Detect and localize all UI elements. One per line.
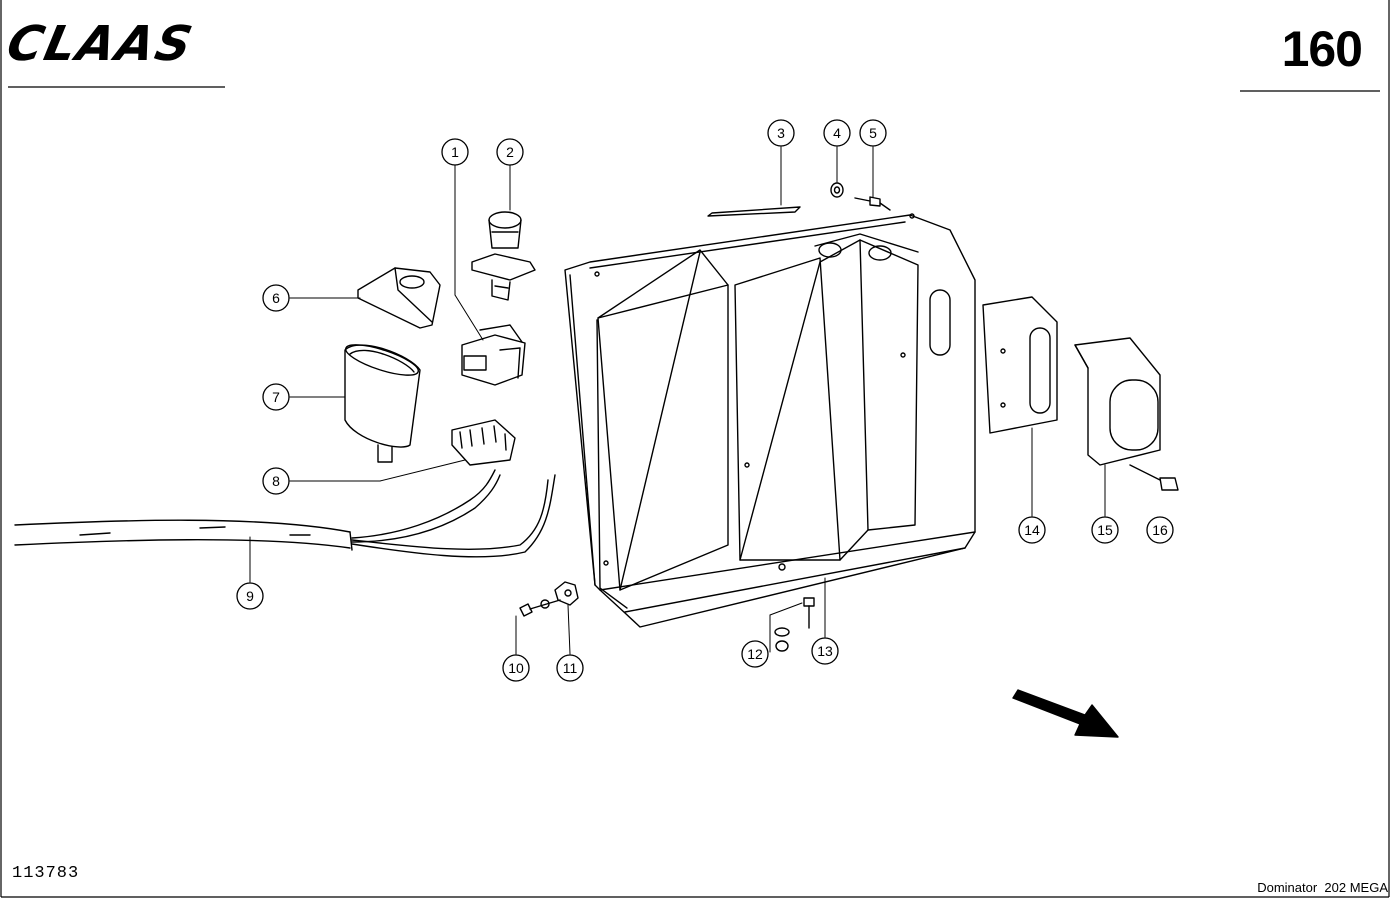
svg-text:16: 16 [1152, 522, 1168, 538]
svg-text:7: 7 [272, 389, 280, 405]
callout-13: 13 [811, 637, 839, 665]
svg-text:6: 6 [272, 290, 280, 306]
callout-10: 10 [502, 654, 530, 682]
part-bolt-10 [519, 599, 561, 617]
callout-8: 8 [262, 467, 290, 495]
drawing-number: 113783 [12, 864, 80, 883]
callout-4: 4 [823, 119, 851, 147]
svg-text:14: 14 [1024, 522, 1040, 538]
svg-text:2: 2 [506, 144, 514, 160]
part-holder-15 [1074, 337, 1161, 466]
callout-5: 5 [859, 119, 887, 147]
svg-text:5: 5 [869, 125, 877, 141]
callout-6: 6 [262, 284, 290, 312]
svg-text:11: 11 [563, 660, 578, 676]
page-number: 160 [1281, 21, 1363, 77]
part-bolt-12 [774, 597, 815, 652]
svg-text:1: 1 [451, 144, 459, 160]
callout-1: 1 [441, 138, 469, 166]
callout-11: 11 [556, 654, 584, 682]
svg-text:3: 3 [777, 125, 785, 141]
svg-text:13: 13 [817, 643, 833, 659]
part-connector-8 [451, 419, 516, 466]
callout-16: 16 [1146, 516, 1174, 544]
part-cover-6 [357, 267, 441, 329]
part-washer-4 [830, 182, 844, 198]
svg-text:10: 10 [508, 660, 524, 676]
direction-arrow [1012, 689, 1119, 738]
svg-text:12: 12 [747, 646, 763, 662]
part-lighter-2 [471, 211, 536, 301]
callout-2: 2 [496, 138, 524, 166]
part-screw-16 [1129, 464, 1179, 491]
part-screw-5 [854, 196, 891, 211]
callout-14: 14 [1018, 516, 1046, 544]
part-nut-11 [554, 581, 579, 606]
svg-text:15: 15 [1097, 522, 1113, 538]
svg-text:8: 8 [272, 473, 280, 489]
callout-3: 3 [767, 119, 795, 147]
callouts: 1 2 3 4 5 6 7 8 9 10 11 12 13 14 15 16 [236, 119, 1174, 682]
callout-15: 15 [1091, 516, 1119, 544]
callout-9: 9 [236, 582, 264, 610]
part-strip-3 [707, 206, 801, 217]
part-ashtray-7 [344, 344, 421, 463]
part-switch-1 [461, 324, 526, 386]
leader-lines [249, 146, 1106, 655]
part-bracket-14 [982, 296, 1058, 434]
callout-7: 7 [262, 383, 290, 411]
part-housing-13 [564, 213, 976, 628]
callout-12: 12 [741, 640, 769, 668]
svg-text:9: 9 [246, 588, 254, 604]
model-name: Dominator 202 MEGA [1257, 880, 1388, 895]
svg-text:4: 4 [833, 125, 841, 141]
part-harness-9 [14, 469, 556, 558]
